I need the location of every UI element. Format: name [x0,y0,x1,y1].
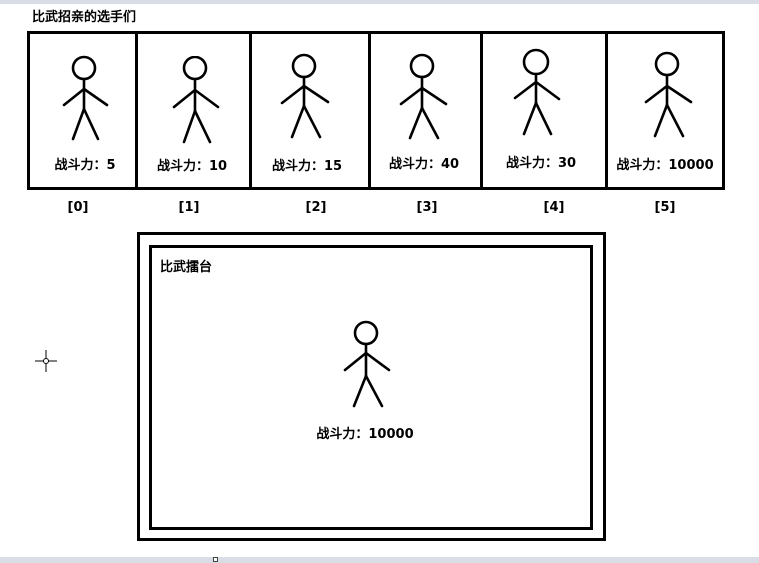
cell-divider [368,34,371,187]
arena-inner-frame [149,245,593,530]
page-title: 比武招亲的选手们 [32,10,137,25]
cell-divider [249,34,252,187]
contestant-power: 战斗力：40 [388,157,460,172]
contestant-index: [4] [543,200,565,215]
contestant-power: 战斗力：30 [505,156,577,171]
arena-power: 战斗力：10000 [316,427,414,442]
contestant-index: [1] [178,200,200,215]
arena-outer-frame [137,232,606,541]
contestant-index: [3] [416,200,438,215]
stick-figure-icon [172,56,220,144]
contestant-row [27,31,725,190]
window-bottom-edge [0,557,759,563]
contestant-index: [2] [305,200,327,215]
stick-figure-icon [644,51,693,138]
cell-divider [480,34,483,187]
contestant-power: 战斗力：10000 [616,158,714,173]
stick-figure-icon [343,320,391,408]
stick-figure-icon [399,53,448,140]
window-top-edge [0,0,759,4]
arena-title: 比武擂台 [160,260,213,275]
cell-divider [135,34,138,187]
stick-figure-icon [513,48,561,136]
cell-divider [605,34,608,187]
contestant-index: [0] [67,200,89,215]
contestant-index: [5] [654,200,676,215]
stick-figure-icon [280,53,330,139]
contestant-power: 战斗力：5 [54,158,116,173]
crosshair-cursor-icon [35,350,57,372]
contestant-power: 战斗力：15 [271,159,343,174]
contestant-power: 战斗力：10 [156,159,228,174]
stick-figure-icon [62,55,109,141]
resize-handle[interactable] [213,557,218,562]
